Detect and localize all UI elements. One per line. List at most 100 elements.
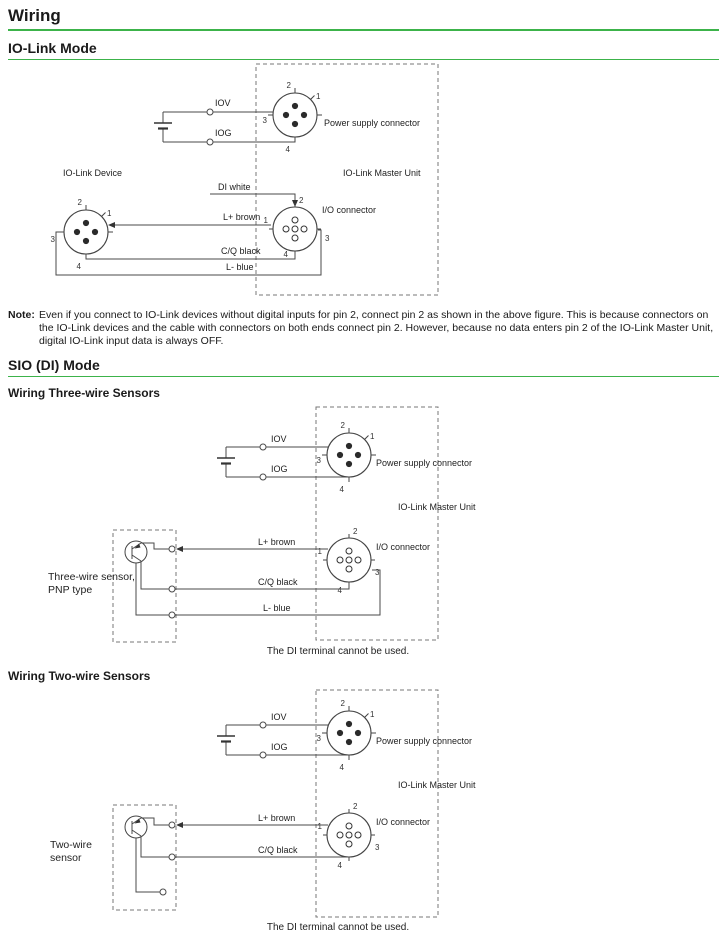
master-unit-boundary bbox=[255, 63, 439, 296]
wire-iov bbox=[226, 721, 328, 729]
note-block: Note: Even if you connect to IO-Link dev… bbox=[8, 309, 719, 348]
subsection-heading-two-wire: Wiring Two-wire Sensors bbox=[8, 669, 151, 684]
wire-iov bbox=[226, 443, 328, 451]
label-di-unused: The DI terminal cannot be used. bbox=[267, 646, 409, 657]
section-heading-iolink-mode: IO-Link Mode bbox=[8, 40, 719, 60]
two-wire-sensor bbox=[112, 804, 177, 911]
pin-label-3: 3 bbox=[317, 734, 322, 743]
m12-female-connector-icon bbox=[268, 202, 322, 256]
label-iog: IOG bbox=[271, 742, 288, 752]
label-io-connector: I/O connector bbox=[376, 542, 430, 552]
label-sensor-line2: PNP type bbox=[48, 584, 92, 596]
label-l-plus-brown: L+ brown bbox=[223, 212, 260, 222]
master-unit-boundary bbox=[315, 689, 439, 918]
label-l-plus-brown: L+ brown bbox=[258, 813, 295, 823]
label-io-connector: I/O connector bbox=[322, 205, 376, 215]
label-l-plus-brown: L+ brown bbox=[258, 537, 295, 547]
label-cq-black: C/Q black bbox=[258, 577, 298, 587]
iolink-device-connector: 2 1 3 4 bbox=[51, 198, 114, 271]
page-title: Wiring bbox=[8, 6, 719, 31]
three-wire-sensor bbox=[112, 529, 177, 643]
arrow-left-icon bbox=[108, 221, 115, 228]
two-wire-sensor-wiring-diagram: IOV IOG 2 1 3 4 Power supply connector I… bbox=[50, 689, 476, 933]
power-source-battery-icon bbox=[217, 447, 235, 478]
io-connector: 2 1 3 4 bbox=[318, 802, 380, 870]
label-iolink-device: IO-Link Device bbox=[63, 168, 122, 178]
sensor-lead-l-plus bbox=[141, 817, 169, 826]
pin-label-4: 4 bbox=[77, 262, 82, 271]
power-source-battery-icon bbox=[217, 725, 235, 756]
power-supply-connector: 2 1 3 4 bbox=[317, 421, 377, 494]
wire-di-white bbox=[210, 193, 298, 207]
sensor-terminal-output bbox=[168, 585, 176, 593]
pin-label-2: 2 bbox=[353, 527, 358, 536]
pin-label-1: 1 bbox=[318, 547, 323, 556]
io-connector: 2 1 3 4 bbox=[264, 196, 330, 259]
wire-l-minus-blue bbox=[55, 229, 322, 276]
label-iolink-master-unit: IO-Link Master Unit bbox=[343, 168, 421, 178]
arrow-left-icon bbox=[176, 546, 183, 553]
sensor-terminal-l-plus bbox=[168, 545, 176, 553]
pin-label-2: 2 bbox=[78, 198, 83, 207]
wire-l-plus-brown bbox=[176, 822, 328, 829]
note-label: Note: bbox=[8, 308, 35, 321]
wire-iog bbox=[226, 751, 349, 759]
sensor-lead-l-plus bbox=[141, 542, 169, 550]
terminal-iov bbox=[259, 721, 267, 729]
label-sensor-line2: sensor bbox=[50, 852, 82, 864]
sensor-terminal-l-plus bbox=[168, 821, 176, 829]
pin-label-1: 1 bbox=[264, 216, 269, 225]
label-cq-black: C/Q black bbox=[258, 845, 298, 855]
master-unit-boundary bbox=[315, 406, 439, 641]
pin-label-3: 3 bbox=[375, 843, 380, 852]
wire-iog bbox=[226, 473, 349, 481]
pin-label-2: 2 bbox=[341, 421, 346, 430]
io-connector: 2 1 3 4 bbox=[318, 527, 380, 595]
pin-label-1: 1 bbox=[370, 710, 375, 719]
wire-iog bbox=[163, 137, 296, 146]
m12-male-connector-icon bbox=[321, 705, 377, 761]
m12-male-connector-icon bbox=[321, 427, 377, 483]
pin-label-4: 4 bbox=[338, 586, 343, 595]
power-supply-connector: 2 1 3 4 bbox=[263, 81, 323, 154]
pin-label-1: 1 bbox=[316, 92, 321, 101]
power-supply-connector: 2 1 3 4 bbox=[317, 699, 377, 772]
pin-label-2: 2 bbox=[287, 81, 292, 90]
m12-female-connector-icon bbox=[322, 533, 376, 587]
wire-iov bbox=[163, 108, 273, 116]
wire-cq-black bbox=[85, 251, 296, 260]
label-di-unused: The DI terminal cannot be used. bbox=[267, 922, 409, 933]
label-iov: IOV bbox=[215, 98, 231, 108]
label-iolink-master-unit: IO-Link Master Unit bbox=[398, 780, 476, 790]
label-iov: IOV bbox=[271, 434, 287, 444]
wire-l-plus-brown bbox=[176, 546, 328, 553]
pin-label-4: 4 bbox=[340, 763, 345, 772]
terminal-iov bbox=[206, 108, 214, 116]
terminal-iog bbox=[206, 138, 214, 146]
pin-label-2: 2 bbox=[299, 196, 304, 205]
m12-male-connector-icon bbox=[58, 204, 114, 260]
m12-female-connector-icon bbox=[322, 808, 376, 862]
sensor-lead-l-minus bbox=[135, 563, 169, 616]
label-di-white: DI white bbox=[218, 182, 251, 192]
label-sensor-line1: Three-wire sensor, bbox=[48, 571, 135, 583]
label-l-minus-blue: L- blue bbox=[226, 262, 254, 272]
sensor-terminal-unused bbox=[159, 888, 167, 896]
label-power-supply-connector: Power supply connector bbox=[376, 458, 472, 468]
pin-label-4: 4 bbox=[340, 485, 345, 494]
pin-label-3: 3 bbox=[325, 234, 330, 243]
pin-label-4: 4 bbox=[284, 250, 289, 259]
arrow-left-icon bbox=[176, 822, 183, 829]
label-io-connector: I/O connector bbox=[376, 817, 430, 827]
wire-l-minus-blue bbox=[175, 569, 381, 616]
pin-label-2: 2 bbox=[341, 699, 346, 708]
label-power-supply-connector: Power supply connector bbox=[376, 736, 472, 746]
transistor-icon bbox=[124, 815, 148, 839]
pin-label-2: 2 bbox=[353, 802, 358, 811]
label-iog: IOG bbox=[215, 128, 232, 138]
label-iolink-master-unit: IO-Link Master Unit bbox=[398, 502, 476, 512]
sensor-lead-output bbox=[140, 836, 169, 858]
pin-label-1: 1 bbox=[107, 209, 112, 218]
label-iov: IOV bbox=[271, 712, 287, 722]
